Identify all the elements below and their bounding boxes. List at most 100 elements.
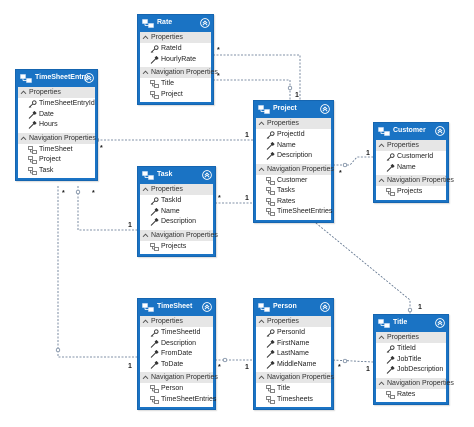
entity-header[interactable]: Rate	[138, 15, 213, 32]
navigation-item[interactable]: Title	[140, 79, 211, 90]
properties-section-header[interactable]: Properties	[256, 316, 331, 327]
property-item[interactable]: Name	[256, 141, 331, 152]
navigation-item[interactable]: TimeSheet	[18, 145, 95, 156]
properties-section-header[interactable]: Properties	[256, 118, 331, 129]
navigation-item[interactable]: Project	[140, 90, 211, 101]
property-item[interactable]: PersonId	[256, 328, 331, 339]
property-name: FirstName	[277, 339, 310, 347]
association-rate-project	[213, 79, 291, 103]
navigation-section-header[interactable]: Navigation Properties	[140, 229, 218, 241]
property-item[interactable]: Description	[256, 151, 331, 162]
navigation-section-header[interactable]: Navigation Properties	[256, 372, 334, 383]
navigation-item[interactable]: Rates	[256, 197, 331, 208]
entity-header[interactable]: Person	[254, 299, 333, 316]
multiplicity-one: 1	[245, 364, 249, 371]
navigation-item[interactable]: TimeSheetEntries	[256, 207, 332, 218]
property-item[interactable]: Description	[140, 217, 213, 228]
navigation-section-header[interactable]: Navigation Properties	[376, 377, 454, 389]
property-item[interactable]: ToDate	[140, 360, 213, 371]
properties-section-header[interactable]: Properties	[376, 140, 446, 151]
property-name: ToDate	[161, 360, 184, 368]
navigation-item[interactable]: Rates	[376, 390, 446, 401]
navigation-name: Projects	[161, 242, 187, 250]
properties-section-header[interactable]: Properties	[140, 184, 213, 195]
navigation-section-header[interactable]: Navigation Properties	[256, 163, 334, 175]
multiplicity-star: *	[339, 170, 342, 177]
properties-section-header[interactable]: Properties	[140, 32, 211, 43]
entity-header[interactable]: Task	[138, 167, 215, 184]
property-item[interactable]: LastName	[256, 349, 331, 360]
property-item[interactable]: Name	[376, 163, 446, 174]
entity-header[interactable]: Customer	[374, 123, 448, 140]
entity-header[interactable]: Project	[254, 101, 333, 118]
navigation-item[interactable]: TimeSheetEntries	[140, 395, 216, 406]
multiplicity-one: 1	[128, 363, 132, 370]
navigation-section-header[interactable]: Navigation Properties	[140, 372, 218, 383]
navigation-item[interactable]: Title	[256, 384, 331, 395]
property-name: RateId	[161, 45, 182, 52]
navigation-item[interactable]: Person	[140, 384, 213, 395]
association-timesheetentry-task	[77, 186, 137, 231]
navigation-item[interactable]: Task	[18, 166, 95, 177]
navigation-section-header[interactable]: Navigation Properties	[18, 132, 96, 144]
multiplicity-star: *	[338, 364, 341, 371]
property-item[interactable]: HourlyRate	[140, 55, 211, 66]
association-project-customer	[333, 156, 373, 166]
navigation-section-header[interactable]: Navigation Properties	[140, 67, 218, 78]
navigation-name: Title	[161, 80, 174, 87]
property-item[interactable]: TaskId	[140, 196, 213, 207]
properties-section-header[interactable]: Properties	[376, 332, 446, 343]
section-title: Properties	[387, 142, 419, 149]
section-title: Properties	[29, 89, 61, 96]
multiplicity-star: *	[92, 190, 95, 197]
entity-title: Title	[393, 319, 408, 326]
property-name: TimeSheetId	[161, 329, 201, 336]
navigation-item[interactable]: Projects	[140, 242, 213, 253]
navigation-item[interactable]: Timesheets	[256, 395, 331, 406]
section-title: Properties	[267, 120, 299, 127]
entity-header[interactable]: Title	[374, 315, 448, 332]
property-item[interactable]: FirstName	[256, 339, 331, 350]
properties-section-header[interactable]: Properties	[140, 316, 213, 327]
navigation-section-header[interactable]: Navigation Properties	[376, 175, 454, 186]
entity-header[interactable]: TimeSheetEntry	[16, 70, 97, 87]
property-item[interactable]: Name	[140, 207, 213, 218]
property-item[interactable]: FromDate	[140, 349, 213, 360]
multiplicity-one: 1	[245, 132, 249, 139]
property-item[interactable]: CustomerId	[376, 152, 446, 163]
property-name: CustomerId	[397, 153, 434, 160]
section-title: Navigation Properties	[151, 374, 218, 381]
navigation-item[interactable]: Projects	[376, 187, 446, 198]
navigation-name: Customer	[277, 176, 308, 184]
navigation-item[interactable]: Customer	[256, 176, 331, 187]
property-item[interactable]: RateId	[140, 44, 211, 55]
property-item[interactable]: Date	[18, 110, 95, 121]
property-item[interactable]: TitleId	[376, 344, 446, 355]
navigation-item[interactable]: Tasks	[256, 186, 331, 197]
navigation-name: Title	[277, 385, 290, 392]
navigation-item[interactable]: Project	[18, 155, 95, 166]
property-item[interactable]: JobTitle	[376, 355, 446, 366]
entity-header[interactable]: TimeSheet	[138, 299, 215, 316]
property-item[interactable]: MiddleName	[256, 360, 331, 371]
property-name: Name	[397, 163, 416, 171]
properties-section-header[interactable]: Properties	[18, 87, 95, 98]
property-item[interactable]: TimeSheetEntryId	[18, 99, 95, 110]
property-item[interactable]: JobDescription	[376, 365, 446, 376]
section-title: Navigation Properties	[267, 165, 334, 173]
entity-title: TimeSheetEntry	[35, 74, 89, 81]
property-item[interactable]: Description	[140, 339, 213, 350]
property-item[interactable]: ProjectId	[256, 130, 331, 141]
property-item[interactable]: TimeSheetId	[140, 328, 213, 339]
property-item[interactable]: Hours	[18, 120, 95, 131]
